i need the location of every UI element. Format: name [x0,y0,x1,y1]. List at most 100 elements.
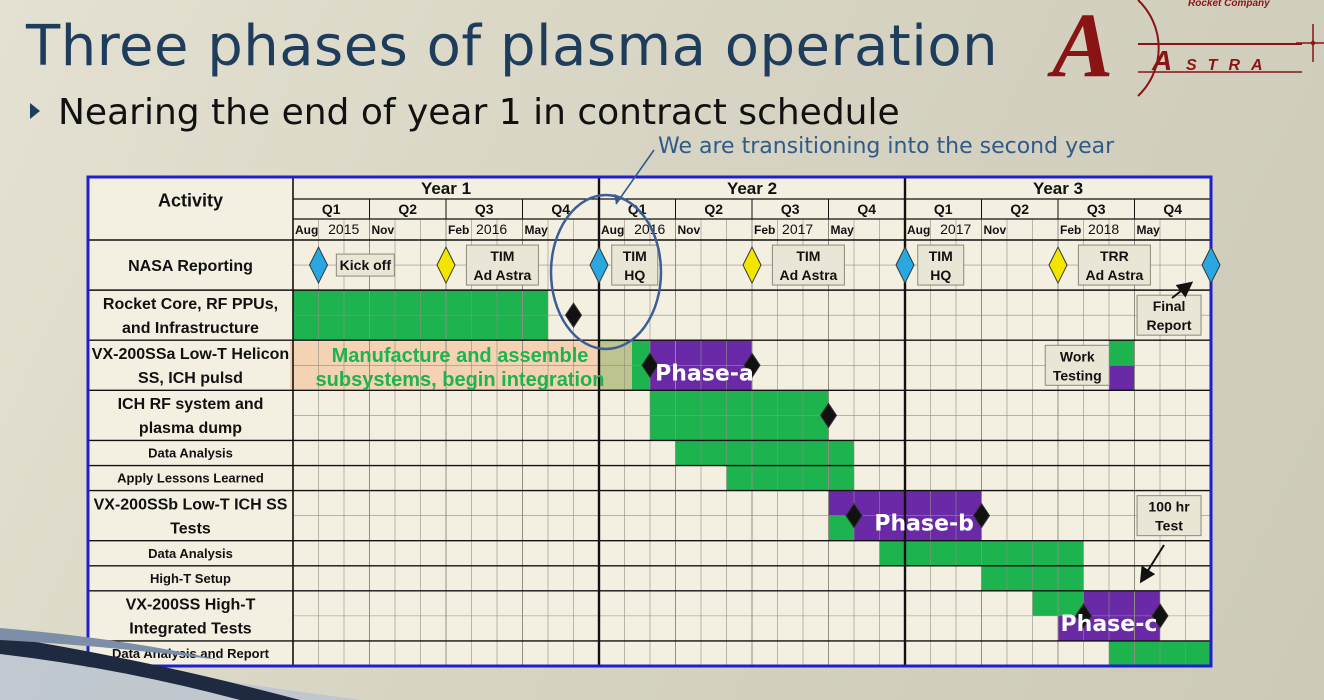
phase-label: Phase-c [1061,612,1158,637]
bullet-arrow-icon [30,103,40,119]
quarter-header: Q3 [781,201,800,217]
note-text: TIM [490,248,514,264]
blue-diamond-milestone-icon [895,245,915,285]
quarter-header: Q3 [1087,201,1106,217]
note-text: TRR [1100,248,1129,264]
note-box [611,244,659,286]
activity-label: Tests [170,520,211,537]
logo-small-a: A [1151,45,1172,76]
slide-title: Three phases of plasma operation [26,14,999,79]
month-label: Aug [907,223,930,237]
annotation-overlay-text: subsystems, begin integration [316,369,605,391]
task-bar [650,415,829,441]
task-bar [854,515,982,541]
yellow-diamond-milestone-icon [436,245,456,285]
activity-label: Data Analysis and Report [112,646,270,661]
activity-label: Data Analysis [148,546,233,561]
activity-label: VX-200SSb Low-T ICH SS [94,496,288,513]
slide-subtitle: Nearing the end of year 1 in contract sc… [58,92,900,133]
black-diamond-milestone-icon [641,352,659,379]
note-text: TIM [929,248,953,264]
task-bar [1109,340,1135,366]
note-text: Test [1155,518,1183,534]
black-diamond-milestone-icon [845,502,863,529]
logo-big-a: A [1047,0,1113,96]
month-label: 2016 [476,221,507,237]
logo-star-icon [1296,24,1324,62]
month-label: Feb [754,223,775,237]
quarter-header: Q4 [551,201,570,217]
activity-header: Activity [158,191,223,211]
black-diamond-milestone-icon [1074,602,1093,629]
black-diamond-milestone-icon [972,502,991,529]
logo-tagline: Rocket Company [1188,0,1270,9]
quarter-header: Q4 [1163,201,1182,217]
black-diamond-milestone-icon [819,402,838,429]
note-box [917,244,965,286]
black-diamond-milestone-icon [743,352,761,379]
quarter-header: Q2 [704,201,723,217]
blue-diamond-milestone-icon [308,245,329,285]
month-label: 2017 [940,221,971,237]
month-label: Nov [678,223,701,237]
month-label: Aug [601,223,624,237]
activity-label: Data Analysis [148,446,233,461]
activity-label: Rocket Core, RF PPUs, [103,296,278,313]
note-text: Work [1060,348,1095,364]
quarter-header: Q1 [322,201,341,217]
task-bar [1109,365,1135,391]
transition-highlight-ellipse [549,193,663,351]
task-bar [726,465,854,491]
month-label: Feb [1060,223,1081,237]
note-box [335,253,395,277]
ad-astra-logo: A A STRA Rocket Company [1047,0,1324,97]
note-text: Report [1146,317,1191,333]
month-label: Nov [372,223,395,237]
note-box [1136,294,1202,336]
note-text: Ad Astra [473,267,531,283]
quarter-header: Q4 [857,201,876,217]
month-label: Aug [295,223,318,237]
transition-callout: We are transitioning into the second yea… [658,134,1115,159]
note-box [1044,344,1110,386]
callout-leader-line [615,149,655,205]
quarter-header: Q3 [475,201,494,217]
task-bar [1083,590,1160,616]
year-header: Year 3 [1033,179,1083,198]
task-bar [650,390,829,416]
month-label: May [525,223,549,237]
quarter-header: Q1 [934,201,953,217]
note-text: 100 hr [1148,499,1190,515]
note-text: HQ [930,267,951,283]
note-text: Kick off [340,257,392,273]
note-text: Ad Astra [1085,267,1143,283]
note-text: Testing [1053,367,1102,383]
black-diamond-milestone-icon [1151,602,1169,629]
month-label: 2017 [782,221,813,237]
activity-label: VX-200SS High-T [126,597,256,614]
annotation-overlay-text: Manufacture and assemble [332,345,589,367]
year-header: Year 2 [727,179,777,198]
month-label: Feb [448,223,469,237]
test-arrow-icon [1139,544,1165,584]
year-header: Year 1 [421,179,471,198]
activity-label: VX-200SSa Low-T Helicon [92,346,289,363]
activity-label: High-T Setup [150,571,231,586]
yellow-diamond-milestone-icon [1048,245,1068,285]
month-label: 2018 [1088,221,1119,237]
note-text: Final [1153,298,1186,314]
note-box [1136,495,1202,537]
schedule-border [86,175,1213,668]
phase-label: Phase-a [655,361,754,386]
note-text: HQ [624,267,645,283]
quarter-header: Q2 [1010,201,1029,217]
month-label: Nov [984,223,1007,237]
black-diamond-milestone-icon [564,302,583,329]
activity-label: Apply Lessons Learned [117,471,264,486]
month-label: 2016 [634,221,665,237]
note-text: Ad Astra [779,267,837,283]
blue-diamond-milestone-icon [1201,245,1221,285]
note-box [1077,244,1151,286]
activity-label: plasma dump [139,420,242,437]
